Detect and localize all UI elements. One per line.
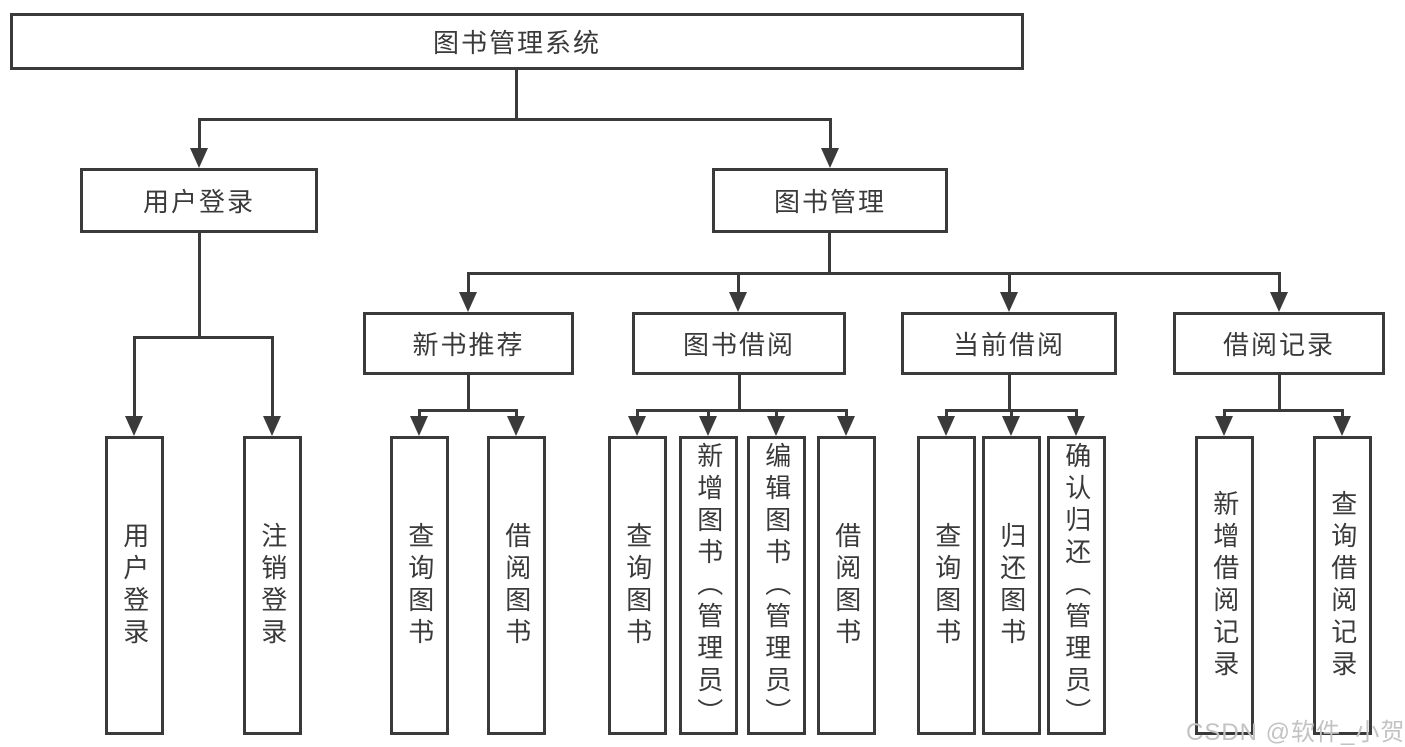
arrowhead [1002,416,1020,436]
connector-vline [636,409,639,419]
leaf-label: 查询图书 [622,521,653,650]
leaf-label: 新增借阅记录 [1209,489,1240,682]
connector-vline [945,409,948,419]
node-borrowing-records: 借阅记录 [1173,312,1385,375]
node-new-book-recommendation: 新书推荐 [363,312,574,375]
leaf-add-books-admin: 新增图书（管理员） [679,436,738,735]
node-book-borrowing: 图书借阅 [632,312,846,375]
leaf-label: 查询借阅记录 [1327,489,1358,682]
connector-vline [1278,272,1281,294]
leaf-query-books-borrowing: 查询图书 [608,436,667,735]
leaf-query-books-current: 查询图书 [917,436,976,735]
connector-hline [467,272,1280,275]
arrowhead [190,148,208,168]
connector-vline [1010,409,1013,419]
node-label: 当前借阅 [952,330,1065,360]
connector-vline [515,70,518,121]
leaf-label: 注销登录 [257,521,288,650]
arrowhead [821,148,839,168]
leaf-label: 用户登录 [119,521,150,650]
leaf-label: 归还图书 [996,521,1027,650]
connector-vline [133,336,136,418]
connector-vline [738,375,741,411]
connector-vline [1341,409,1344,419]
arrowhead [507,416,525,436]
node-label: 借阅记录 [1222,330,1335,360]
connector-hline [636,409,847,412]
arrowhead [837,416,855,436]
leaf-borrow-books-recommend: 借阅图书 [487,436,546,735]
node-label: 用户登录 [142,187,255,217]
connector-vline [467,272,470,294]
connector-hline [133,336,274,339]
connector-vline [737,272,740,294]
leaf-label: 借阅图书 [831,521,862,650]
connector-vline [828,233,831,274]
connector-vline [707,409,710,419]
arrowhead [1215,416,1233,436]
arrowhead [937,416,955,436]
leaf-edit-books-admin: 编辑图书（管理员） [747,436,806,735]
leaf-query-books-recommend: 查询图书 [390,436,449,735]
connector-vline [1075,409,1078,419]
connector-hline [418,409,518,412]
connector-vline [418,409,421,419]
connector-vline [1008,375,1011,411]
connector-vline [845,409,848,419]
leaf-label: 新增图书（管理员） [693,441,724,730]
arrowhead [1270,292,1288,312]
node-library-management-system: 图书管理系统 [10,13,1024,70]
arrowhead [1067,416,1085,436]
connector-vline [515,409,518,419]
connector-vline [271,336,274,418]
node-label: 图书管理 [773,187,886,217]
node-label: 新书推荐 [412,330,525,360]
node-user-login: 用户登录 [80,168,318,233]
leaf-return-books: 归还图书 [982,436,1041,735]
connector-hline [198,118,832,121]
arrowhead [1333,416,1351,436]
leaf-label: 查询图书 [404,521,435,650]
leaf-label: 借阅图书 [501,521,532,650]
node-label: 图书管理系统 [432,28,601,58]
arrowhead [263,416,281,436]
connector-vline [1008,272,1011,294]
leaf-add-borrow-record: 新增借阅记录 [1195,436,1254,735]
connector-hline [1223,409,1344,412]
connector-vline [198,233,201,338]
connector-vline [1223,409,1226,419]
node-label: 图书借阅 [682,330,795,360]
arrowhead [699,416,717,436]
connector-vline [467,375,470,411]
connector-vline [775,409,778,419]
leaf-label: 编辑图书（管理员） [761,441,792,730]
arrowhead [1000,292,1018,312]
arrowhead [125,416,143,436]
watermark: CSDN @软件_小贺同学 [1186,719,1405,746]
leaf-confirm-return-admin: 确认归还（管理员） [1047,436,1106,735]
arrowhead [729,292,747,312]
connector-vline [829,118,832,150]
leaf-query-borrow-record: 查询借阅记录 [1313,436,1372,735]
arrowhead [767,416,785,436]
connector-vline [198,118,201,150]
leaf-label: 查询图书 [931,521,962,650]
leaf-user-login: 用户登录 [105,436,164,735]
node-book-management: 图书管理 [712,168,948,233]
leaf-logout: 注销登录 [243,436,302,735]
arrowhead [410,416,428,436]
arrowhead [459,292,477,312]
leaf-borrow-books-borrowing: 借阅图书 [817,436,876,735]
node-current-borrowing: 当前借阅 [901,312,1117,375]
arrowhead [628,416,646,436]
leaf-label: 确认归还（管理员） [1061,441,1092,730]
connector-vline [1278,375,1281,411]
